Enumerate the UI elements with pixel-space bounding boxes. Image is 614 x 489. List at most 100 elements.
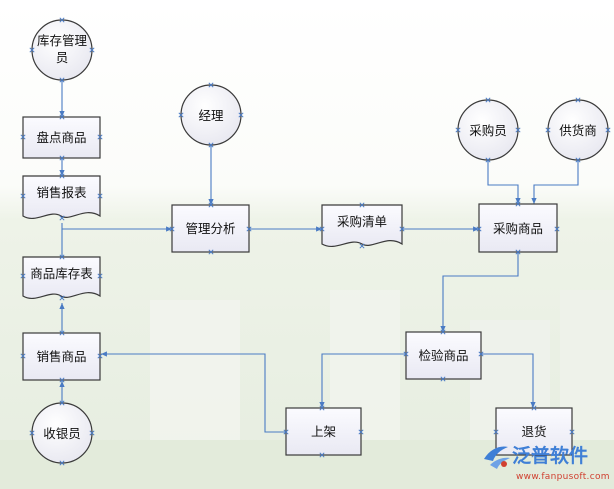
edge-purchase-to-inspect: [440, 252, 519, 332]
connection-point-57: [569, 429, 575, 435]
watermark-logo-icon: [484, 446, 510, 469]
connection-point-18: [97, 353, 103, 359]
edge-supplier-to-purchase: [531, 155, 579, 204]
connection-point-45: [545, 127, 551, 133]
connection-point-42: [515, 127, 521, 133]
node-management-analysis-label: 管理分析: [185, 221, 235, 236]
connection-point-36: [476, 226, 482, 232]
connection-point-0: [59, 17, 65, 23]
node-purchase-goods[interactable]: 采购商品: [478, 203, 558, 253]
connection-point-43: [485, 157, 491, 163]
node-stocktake[interactable]: 盘点商品: [22, 116, 101, 159]
connection-point-41: [455, 127, 461, 133]
node-purchase-goods-label: 采购商品: [493, 221, 543, 236]
node-sales-report-label: 销售报表: [36, 185, 87, 200]
connection-point-56: [493, 429, 499, 435]
edge-shelve-to-sell: [101, 351, 286, 433]
connection-point-24: [208, 82, 214, 88]
connection-point-9: [20, 193, 26, 199]
node-manager-label: 经理: [198, 108, 224, 123]
connection-point-10: [97, 193, 103, 199]
connection-point-54: [319, 405, 325, 411]
connection-point-59: [531, 452, 537, 458]
connection-point-21: [29, 430, 35, 436]
connection-point-22: [89, 430, 95, 436]
connection-point-52: [283, 429, 289, 435]
connection-point-11: [59, 215, 65, 221]
node-purchase-list-label: 采购清单: [337, 214, 387, 229]
connection-point-17: [20, 353, 26, 359]
node-purchaser[interactable]: 采购员: [457, 99, 519, 161]
node-inventory-admin[interactable]: 库存管理 员: [31, 19, 93, 81]
connection-point-28: [169, 226, 175, 232]
watermark-brand: 泛普软件: [512, 444, 588, 467]
connection-point-30: [208, 202, 214, 208]
connection-point-4: [59, 114, 65, 120]
connection-point-12: [59, 254, 65, 260]
node-cashier[interactable]: 收银员: [31, 402, 93, 464]
connection-point-38: [515, 201, 521, 207]
node-return-goods[interactable]: 退货: [495, 407, 573, 456]
connection-point-7: [59, 155, 65, 161]
node-supplier-label: 供货商: [559, 123, 597, 138]
edge-inspect-to-shelve: [319, 353, 406, 408]
watermark-url: www.fanpusoft.com: [516, 472, 610, 482]
connectors: [59, 80, 579, 433]
connection-point-1: [29, 47, 35, 53]
connection-point-29: [246, 226, 252, 232]
connection-point-55: [319, 452, 325, 458]
connection-point-32: [319, 226, 325, 232]
node-inspect-goods[interactable]: 检验商品: [405, 331, 482, 380]
connection-point-33: [399, 226, 405, 232]
connection-point-19: [59, 377, 65, 383]
node-return-goods-label: 退货: [521, 424, 546, 439]
connection-point-34: [359, 202, 365, 208]
connection-point-20: [59, 400, 65, 406]
connection-point-47: [575, 157, 581, 163]
node-product-inventory-table-label: 商品库存表: [30, 266, 93, 281]
connection-point-53: [358, 429, 364, 435]
node-shelve-label: 上架: [311, 424, 336, 439]
connection-point-40: [485, 97, 491, 103]
connection-point-2: [89, 47, 95, 53]
node-shelve[interactable]: 上架: [285, 407, 362, 456]
connection-point-58: [531, 405, 537, 411]
node-stocktake-label: 盘点商品: [36, 130, 86, 145]
connection-point-46: [605, 127, 611, 133]
node-supplier[interactable]: 供货商: [547, 99, 609, 161]
node-purchaser-label: 采购员: [469, 123, 507, 138]
node-sell-goods[interactable]: 销售商品: [22, 332, 101, 381]
edge-purchaser-to-purchase: [487, 155, 521, 204]
connection-point-27: [208, 142, 214, 148]
connection-point-51: [440, 376, 446, 382]
connection-point-13: [20, 273, 26, 279]
node-sell-goods-label: 销售商品: [36, 349, 86, 364]
connection-point-25: [178, 112, 184, 118]
node-inventory-admin-label-1: 库存管理: [37, 33, 88, 48]
connection-point-44: [575, 97, 581, 103]
node-manager[interactable]: 经理: [180, 84, 242, 146]
connection-point-48: [403, 351, 409, 357]
node-cashier-label: 收银员: [43, 426, 81, 441]
connection-point-31: [208, 249, 214, 255]
connection-points: [20, 17, 611, 466]
node-product-inventory-table[interactable]: 商品库存表: [22, 256, 101, 299]
connection-point-16: [59, 330, 65, 336]
node-purchase-list[interactable]: 采购清单: [321, 204, 403, 247]
connection-point-37: [554, 226, 560, 232]
node-inspect-goods-label: 检验商品: [418, 348, 468, 363]
edge-inspect-to-return: [481, 353, 536, 408]
connection-point-35: [359, 243, 365, 249]
connection-point-6: [97, 134, 103, 140]
connection-point-3: [59, 77, 65, 83]
connection-point-39: [515, 249, 521, 255]
connection-point-26: [238, 112, 244, 118]
node-sales-report[interactable]: 销售报表: [22, 175, 101, 219]
connection-point-23: [59, 460, 65, 466]
node-inventory-admin-label-2: 员: [56, 50, 69, 65]
node-management-analysis[interactable]: 管理分析: [171, 204, 250, 253]
connection-point-14: [97, 273, 103, 279]
connection-point-49: [478, 351, 484, 357]
